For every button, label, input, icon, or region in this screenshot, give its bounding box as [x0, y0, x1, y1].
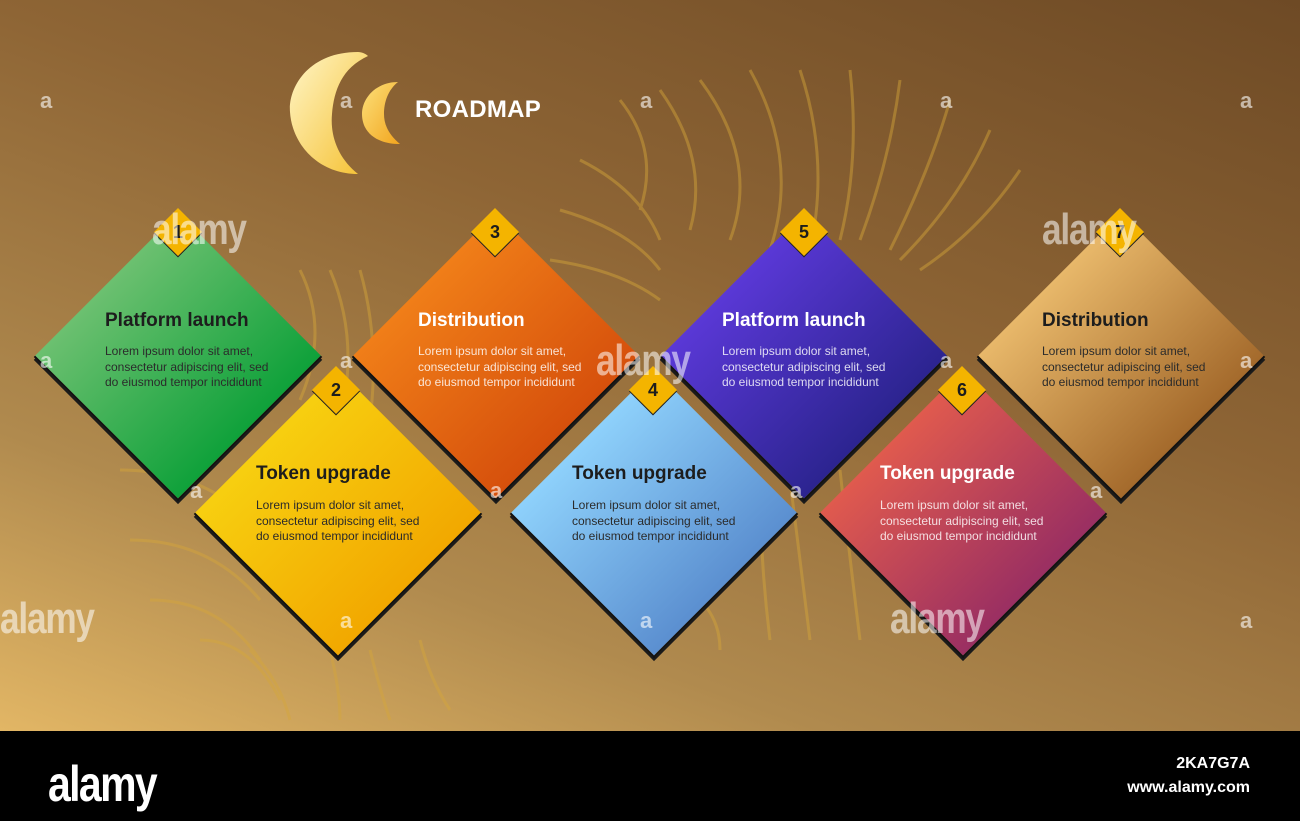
watermark-letter: a — [790, 478, 803, 503]
footer-url[interactable]: www.alamy.com — [1127, 779, 1250, 796]
watermark: alamy — [890, 594, 985, 643]
watermark-letter: a — [1240, 88, 1253, 113]
step-4-title: Token upgrade — [572, 463, 707, 484]
step-1-title: Platform launch — [105, 310, 249, 331]
step-5-description: Lorem ipsum dolor sit amet, consectetur … — [722, 344, 886, 389]
step-4-description: Lorem ipsum dolor sit amet, consectetur … — [572, 498, 736, 543]
image-id: 2KA7G7A — [1176, 755, 1250, 772]
step-1-description: Lorem ipsum dolor sit amet, consectetur … — [105, 344, 269, 389]
watermark-letter: a — [640, 608, 653, 633]
watermark: alamy — [1042, 205, 1137, 254]
step-3-number: 3 — [489, 222, 500, 242]
watermark-letter: a — [940, 348, 953, 373]
watermark-letter: a — [940, 88, 953, 113]
watermark-letter: a — [490, 478, 503, 503]
watermark-letter: a — [340, 608, 353, 633]
footer-bar: alamy 2KA7G7A www.alamy.com — [0, 731, 1300, 821]
watermark-letter: a — [340, 88, 353, 113]
watermark: alamy — [0, 594, 95, 643]
step-4-number: 4 — [647, 380, 658, 400]
roadmap-title: ROADMAP — [415, 96, 542, 123]
step-2-description: Lorem ipsum dolor sit amet, consectetur … — [256, 498, 420, 543]
step-2-title: Token upgrade — [256, 463, 391, 484]
watermark-letter: a — [640, 88, 653, 113]
step-3-title: Distribution — [418, 310, 525, 331]
moon-logo-icon — [289, 52, 400, 174]
watermark: alamy — [596, 336, 691, 385]
watermark-letter: a — [1240, 608, 1253, 633]
watermark: alamy — [152, 205, 247, 254]
step-6-number: 6 — [956, 380, 967, 400]
step-3-description: Lorem ipsum dolor sit amet, consectetur … — [418, 344, 582, 389]
step-6-title: Token upgrade — [880, 463, 1015, 484]
step-7-title: Distribution — [1042, 310, 1149, 331]
step-1-number: 1 — [172, 222, 183, 242]
watermark-letter: a — [40, 348, 53, 373]
step-5-number: 5 — [798, 222, 809, 242]
watermark-letter: a — [190, 478, 203, 503]
step-7-description: Lorem ipsum dolor sit amet, consectetur … — [1042, 344, 1206, 389]
watermark-letter: a — [40, 88, 53, 113]
watermark-letter: a — [1240, 348, 1253, 373]
footer-logo: alamy — [48, 756, 158, 812]
watermark-letter: a — [340, 348, 353, 373]
step-5-title: Platform launch — [722, 310, 866, 331]
step-7-number: 7 — [1114, 222, 1125, 242]
roadmap-canvas: ROADMAP 1 Platform launch Lorem ipsum do… — [0, 0, 1300, 731]
step-6-description: Lorem ipsum dolor sit amet, consectetur … — [880, 498, 1044, 543]
watermark-letter: a — [1090, 478, 1103, 503]
step-2-number: 2 — [330, 380, 341, 400]
